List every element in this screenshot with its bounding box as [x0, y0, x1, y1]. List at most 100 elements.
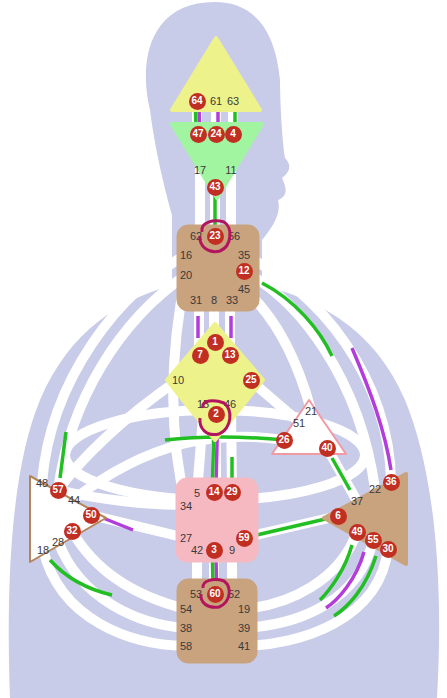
gate-number: 37	[351, 496, 363, 507]
gate-number: 58	[180, 641, 192, 652]
gate-number: 40	[321, 443, 332, 453]
gate-number: 16	[180, 250, 192, 261]
activated-gate: 4	[225, 126, 242, 143]
gate-number: 30	[382, 544, 393, 554]
gate-number: 60	[209, 589, 220, 599]
gate-number: 43	[209, 182, 220, 192]
center-shape	[176, 478, 258, 562]
gate-number: 64	[191, 96, 202, 106]
gate-number: 41	[238, 641, 250, 652]
gate-number: 48	[36, 478, 48, 489]
gate-number: 10	[172, 375, 184, 386]
channel-line	[215, 196, 216, 228]
activated-gate: 59	[236, 530, 253, 547]
gate-number: 13	[224, 350, 235, 360]
activated-gate: 30	[380, 541, 397, 558]
channel-stroke	[252, 518, 329, 536]
gate-number: 12	[238, 266, 249, 276]
gate-number: 53	[190, 589, 202, 600]
activated-gate: 50	[83, 507, 100, 524]
activated-gate: 2	[208, 406, 225, 423]
activated-gate: 3	[206, 542, 223, 559]
gate-number: 54	[180, 604, 192, 615]
gate-number: 25	[245, 375, 256, 385]
energy-center: 625616352045318332312	[176, 224, 260, 312]
gate-number: 20	[180, 270, 192, 281]
gate-number: 14	[208, 487, 219, 497]
gate-number: 47	[192, 129, 203, 139]
activated-gate: 49	[349, 524, 366, 541]
gate-number: 34	[180, 501, 192, 512]
activation-lines	[50, 110, 391, 616]
activated-gate: 7	[192, 347, 209, 364]
gate-number: 35	[238, 250, 250, 261]
activated-gate: 12	[236, 263, 253, 280]
activated-gate: 47	[190, 126, 207, 143]
gate-number: 26	[278, 435, 289, 445]
energy-center: 534 2742 9 14 29 59 3	[175, 477, 259, 563]
gate-number: 28	[52, 537, 64, 548]
activated-gate: 24	[208, 126, 225, 143]
gate-number: 39	[238, 623, 250, 634]
center-shape	[172, 124, 262, 198]
silhouette	[9, 2, 439, 698]
gate-number: 5	[194, 488, 200, 499]
center-shape	[167, 324, 263, 440]
gate-number: 63	[227, 96, 239, 107]
gate-number: 46	[224, 399, 236, 410]
energy-center: 61 63 64	[170, 36, 262, 112]
activated-gate: 6	[330, 508, 347, 525]
center-shape	[324, 474, 406, 564]
gate-number: 19	[238, 604, 250, 615]
activated-gate: 57	[50, 482, 67, 499]
gate-number: 55	[367, 535, 378, 545]
gate-number: 51	[293, 418, 305, 429]
energy-center: 48 44 2818 57 50 32	[28, 474, 108, 564]
gate-number: 27	[180, 533, 192, 544]
channel-bands	[42, 100, 391, 646]
gate-number: 31	[190, 295, 202, 306]
gate-number: 17	[194, 165, 206, 176]
activated-gate: 14	[206, 484, 223, 501]
gate-number: 29	[226, 487, 237, 497]
gate-number: 59	[238, 533, 249, 543]
energy-center: 2237649553036	[322, 472, 408, 566]
gate-number: 9	[229, 545, 235, 556]
gate-number: 42	[191, 545, 203, 556]
gate-number: 15	[197, 399, 209, 410]
gate-number: 1	[212, 337, 218, 347]
gate-number: 3	[211, 545, 217, 555]
energy-center: 2151 26 40	[270, 398, 348, 458]
energy-center: 53 52 54 19 38 39 58 41 60	[176, 578, 258, 664]
gate-number: 32	[66, 526, 77, 536]
activated-gate: 60	[207, 586, 224, 603]
gate-number: 38	[180, 623, 192, 634]
gate-number: 33	[226, 295, 238, 306]
activated-gate: 25	[243, 372, 260, 389]
gate-number: 6	[335, 511, 341, 521]
center-shape	[177, 225, 259, 311]
gate-number: 4	[230, 129, 236, 139]
center-shape	[177, 579, 257, 663]
activated-gate: 43	[207, 179, 224, 196]
energy-center: 17 11 47 24 4 43	[170, 122, 264, 200]
gate-number: 11	[225, 165, 236, 176]
activated-gate: 23	[207, 228, 224, 245]
gate-number: 8	[211, 295, 217, 306]
gate-number: 62	[190, 231, 202, 242]
gate-number: 7	[197, 350, 203, 360]
activated-gate: 26	[276, 432, 293, 449]
activated-gate: 32	[64, 523, 81, 540]
gate-number: 44	[68, 495, 80, 506]
gate-number: 21	[305, 406, 317, 417]
gate-number: 57	[52, 485, 63, 495]
activated-gate: 40	[319, 440, 336, 457]
gate-number: 18	[37, 545, 49, 556]
channel-line	[252, 518, 329, 536]
gate-number: 2	[213, 409, 219, 419]
activated-gate: 55	[365, 532, 382, 549]
activated-gate: 29	[224, 484, 241, 501]
gate-number: 52	[228, 589, 240, 600]
channel-stroke	[213, 196, 217, 228]
gate-number: 61	[210, 96, 222, 107]
